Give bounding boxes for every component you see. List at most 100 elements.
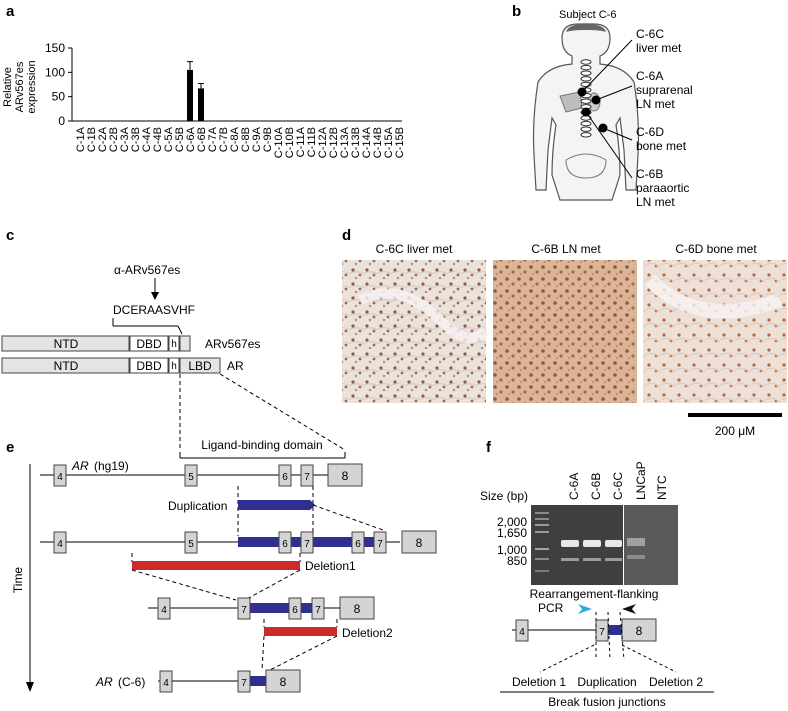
- junction-guide-3: [619, 611, 625, 661]
- hinge-label: h: [171, 361, 177, 372]
- vertebra: [580, 59, 592, 65]
- ladder-band-2: [535, 518, 549, 520]
- exon-7-dup-a-label: 7: [304, 539, 310, 550]
- epitope-peptide: DCERAASVHF: [113, 303, 195, 317]
- pcr-exon-8-label: 8: [636, 624, 643, 638]
- final-dup-region: [244, 676, 266, 686]
- exon-8-dup: [401, 530, 437, 554]
- met-label-c6b: C-6B: [636, 167, 663, 181]
- met-label-c6a-site: suprarenal: [636, 83, 693, 97]
- vertebra: [580, 126, 592, 132]
- deletion1-label: Deletion1: [305, 559, 356, 573]
- time-arrowhead: [26, 682, 34, 692]
- panel-label-c: c: [6, 227, 14, 244]
- body-diagram: [532, 23, 640, 201]
- x-tick-label: C-11A: [295, 126, 307, 157]
- met-label-c6b-site: paraaortic: [636, 181, 689, 195]
- panel-label-a: a: [6, 3, 15, 20]
- exon-4-del1-label: 4: [161, 605, 167, 616]
- met-label-c6c-site: liver met: [636, 41, 682, 55]
- bar: [198, 88, 204, 121]
- gel-band-c6c-lower: [605, 558, 622, 561]
- exon-4-dup-label: 4: [57, 539, 63, 550]
- hinge-label-v: h: [171, 339, 177, 350]
- vertebra: [580, 70, 592, 76]
- vertebra: [580, 120, 592, 127]
- break-fusion-label: Break fusion junctions: [548, 695, 665, 709]
- protein-domain-diagram: α-ARv567es DCERAASVHF NTD DBD h ARv567es…: [1, 263, 346, 451]
- size-1000: 1,000: [497, 543, 527, 557]
- exon-6-del1-label: 6: [292, 605, 298, 616]
- exon-8-label: 8: [342, 469, 349, 483]
- met-label-c6d-site: bone met: [636, 139, 687, 153]
- exon-7-dup-b: [373, 531, 387, 554]
- exon-7-label: 7: [304, 472, 310, 483]
- x-tick-label: C-11B: [306, 127, 318, 157]
- junction-duplication: Duplication: [577, 675, 636, 689]
- ladder-band-5: [535, 548, 549, 550]
- final-sample-id: (C-6): [118, 675, 145, 689]
- ntd-domain-v: [1, 335, 130, 352]
- vertebra: [580, 132, 592, 138]
- histology-title-bone: C-6D bone met: [675, 242, 757, 256]
- x-tick-label: C-2A: [97, 126, 109, 152]
- exon-7-final: [237, 670, 251, 693]
- gel-band-c6a: [561, 540, 579, 547]
- x-tick-label: C-5B: [174, 127, 186, 152]
- cterm-domain-v: [179, 335, 191, 352]
- rearrangement-diagram: Ligand-binding domain Time AR (hg19) 4 5…: [11, 438, 437, 693]
- y-axis-label-line1: Relative: [2, 67, 14, 107]
- ladder-band-6: [535, 558, 549, 560]
- x-tick-label: C-10A: [273, 126, 285, 158]
- x-tick-label: C-7B: [218, 127, 230, 152]
- antibody-arrowhead: [151, 292, 159, 300]
- dbd-label: DBD: [136, 359, 162, 373]
- exon-6-dup-a: [278, 531, 292, 554]
- gel-band-c6b: [583, 540, 601, 547]
- exon-7-del1-a: [237, 597, 251, 620]
- y-axis-label-line2: ARv567es: [14, 61, 26, 112]
- exon-8: [327, 463, 363, 487]
- exon-8-final: [265, 669, 301, 693]
- pcr-exon-4-label: 4: [519, 627, 525, 638]
- del2-diag-left: [261, 635, 265, 671]
- size-2000: 2,000: [497, 515, 527, 529]
- x-tick-label: C-4A: [141, 126, 153, 152]
- hair: [566, 24, 606, 32]
- pcr-exon-4: [515, 619, 529, 642]
- exon-5-dup: [184, 531, 198, 554]
- exon-8-dup-label: 8: [416, 536, 423, 550]
- del1-diag-right: [244, 569, 301, 601]
- deletion2-segment: [264, 627, 337, 636]
- exon-5-label: 5: [188, 472, 194, 483]
- genome-build: (hg19): [94, 459, 129, 473]
- deletion2-label: Deletion2: [342, 626, 393, 640]
- dbd-domain-v: [129, 335, 169, 352]
- exon-7-del1-b-label: 7: [315, 605, 321, 616]
- gel-band-lncap-lower: [627, 555, 645, 559]
- lane-label-c6c: C-6C: [611, 472, 625, 500]
- exon-6-del1: [288, 597, 302, 620]
- pointer-bone: [602, 127, 633, 141]
- exon-5-dup-label: 5: [188, 539, 194, 550]
- del1-dup-region: [240, 603, 316, 613]
- forward-primer-arrow: [578, 604, 592, 614]
- exon-5: [184, 464, 198, 487]
- antibody-label: α-ARv567es: [114, 263, 180, 277]
- lane-label-ntc: NTC: [655, 475, 669, 500]
- ntd-domain: [1, 357, 130, 374]
- panel-label-e: e: [6, 439, 14, 456]
- x-tick-label: C-7A: [207, 126, 219, 152]
- exon-6: [278, 464, 292, 487]
- x-tick-label: C-8A: [229, 126, 241, 152]
- met-label-c6b-site2: LN met: [636, 195, 675, 209]
- exon-6-dup-b: [351, 531, 365, 554]
- x-tick-label: C-13A: [339, 126, 351, 158]
- y-tick-label: 150: [45, 41, 65, 55]
- scale-bar-label: 200 μM: [715, 424, 755, 438]
- x-tick-label: C-6A: [185, 126, 197, 152]
- junction-guide-2: [607, 611, 611, 661]
- deletion1-segment: [132, 561, 300, 570]
- y-tick-label: 100: [45, 65, 65, 79]
